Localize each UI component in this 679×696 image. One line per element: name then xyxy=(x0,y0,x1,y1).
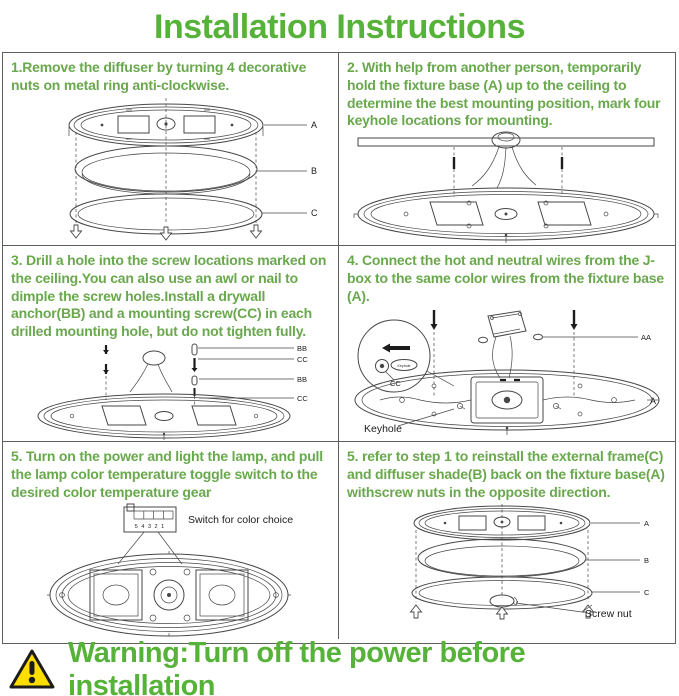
step-1-text: 1.Remove the diffuser by turning 4 decor… xyxy=(11,59,307,93)
panel-step-2: 2. With help from another person, tempor… xyxy=(339,53,675,246)
step-6-text: 5. refer to step 1 to reinstall the exte… xyxy=(347,448,665,500)
label-a: A xyxy=(650,396,656,406)
label-c: C xyxy=(311,208,318,218)
step-5-diagram-color-switch: 5 4 3 2 1 Switch for color choice xyxy=(46,503,293,637)
wires-and-connectors xyxy=(478,333,543,379)
ceiling-bar xyxy=(357,131,655,149)
fixture-base xyxy=(353,187,659,244)
step-2-text: 2. With help from another person, tempor… xyxy=(347,59,661,129)
warning-text: Warning:Turn off the power before instal… xyxy=(67,636,526,696)
step-3-text: 3. Drill a hole into the screw locations… xyxy=(11,252,327,340)
page-title: Installation Instructions xyxy=(154,8,525,46)
label-a: A xyxy=(644,519,649,528)
panel-step-4: 4. Connect the hot and neutral wires fro… xyxy=(339,246,675,442)
label-switch-note: Switch for color choice xyxy=(188,514,293,526)
arrow-up-icon xyxy=(495,606,509,620)
jbox-wires xyxy=(129,350,172,393)
label-keyhole: Keyhole xyxy=(364,423,402,435)
arrow-down-icon xyxy=(159,226,172,241)
label-screw-nut: Screw nut xyxy=(585,608,632,620)
step-2-diagram-hold-to-ceiling xyxy=(353,131,659,244)
label-cc: CC xyxy=(390,379,401,388)
label-cc-2: CC xyxy=(297,394,308,403)
panel-step-3: 3. Drill a hole into the screw locations… xyxy=(3,246,339,442)
label-b: B xyxy=(311,166,317,176)
mounting-screws-left xyxy=(102,344,109,400)
label-a: A xyxy=(311,120,317,130)
mounting-screws xyxy=(430,310,578,399)
instructions-grid: 1.Remove the diffuser by turning 4 decor… xyxy=(2,52,676,644)
label-bb-2: BB xyxy=(297,375,307,384)
panel-step-6: 5. refer to step 1 to reinstall the exte… xyxy=(339,442,675,639)
arrow-down-icon xyxy=(249,224,262,239)
color-temperature-switch: 5 4 3 2 1 xyxy=(123,503,176,533)
step-4-text: 4. Connect the hot and neutral wires fro… xyxy=(347,252,664,304)
fixture-base xyxy=(37,393,290,440)
label-cc-1: CC xyxy=(297,355,308,364)
keyhole-callout: Keyhole CC xyxy=(357,319,455,393)
warning-triangle-icon xyxy=(9,649,55,689)
step-3-diagram-anchors-screws: BB CC BB CC xyxy=(37,343,308,440)
panel-step-5: 5. Turn on the power and light the lamp,… xyxy=(3,442,339,639)
drywall-anchor-bb xyxy=(191,343,197,406)
step-6-diagram-reassemble: A B C xyxy=(409,504,650,620)
label-b: B xyxy=(644,556,649,565)
label-keyhole-small: Keyhole xyxy=(398,364,411,368)
jbox-wires xyxy=(471,146,537,189)
fixture-base-a xyxy=(413,505,591,541)
arrow-down-icon xyxy=(69,224,82,239)
arrow-up-icon xyxy=(581,604,595,619)
step-5-text: 5. Turn on the power and light the lamp,… xyxy=(11,448,323,500)
junction-box xyxy=(487,310,527,338)
step-1-diagram-exploded-fixture: A B C xyxy=(68,97,318,241)
label-aa: AA xyxy=(641,333,651,342)
panel-step-1: 1.Remove the diffuser by turning 4 decor… xyxy=(3,53,339,246)
step-4-diagram-wiring: AA A xyxy=(354,310,660,436)
fixture-front-view xyxy=(46,551,291,637)
arrow-up-icon xyxy=(409,604,423,619)
warning-banner: Warning:Turn off the power before instal… xyxy=(0,637,679,696)
label-c: C xyxy=(644,588,650,597)
switch-digits: 5 4 3 2 1 xyxy=(134,524,164,530)
fixture-base-a xyxy=(68,103,263,147)
label-bb-1: BB xyxy=(297,344,307,353)
